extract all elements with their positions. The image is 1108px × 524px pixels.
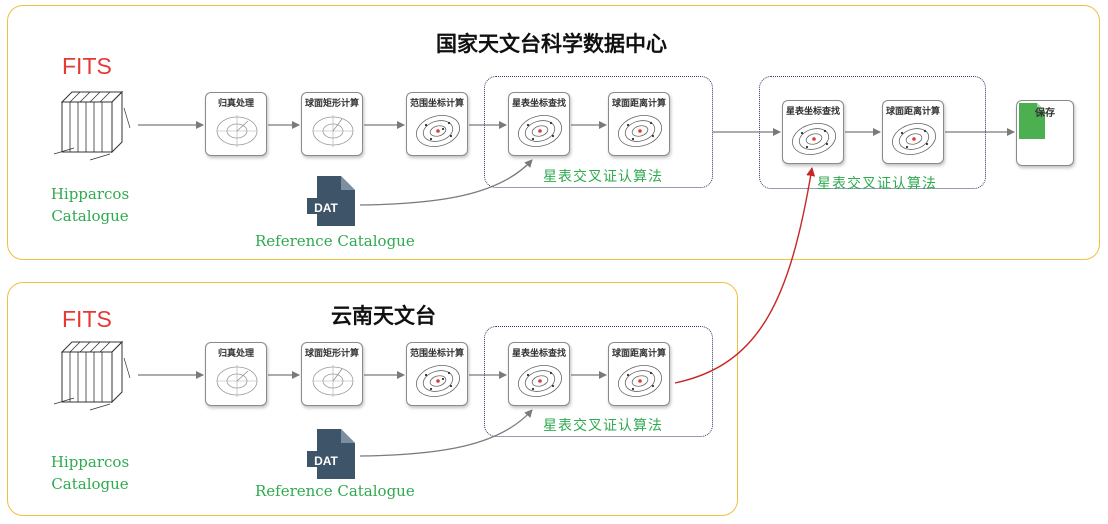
step-sphere-distance: 球面距离计算 bbox=[608, 92, 670, 156]
step-merge-catalog-lookup: 星表坐标查找 bbox=[782, 100, 844, 164]
step-label: 范围坐标计算 bbox=[409, 99, 464, 109]
panel-title-yunnan: 云南天文台 bbox=[331, 304, 436, 328]
step-label: 保存 bbox=[1035, 108, 1055, 119]
crossmatch-group-label-1: 星表交叉证认算法 bbox=[543, 169, 663, 185]
step-normalize-2: 归真处理 bbox=[205, 342, 267, 406]
step-sphere-distance-2: 球面距离计算 bbox=[608, 342, 670, 406]
edge-yunnan-to-merge bbox=[674, 167, 816, 384]
step-range-coords: 范围坐标计算 bbox=[406, 92, 468, 156]
dat-file-icon bbox=[305, 427, 357, 485]
panel-title-national-center: 国家天文台科学数据中心 bbox=[436, 32, 667, 56]
step-merge-sphere-distance: 球面距离计算 bbox=[882, 100, 944, 164]
crossmatch-group-label-2: 星表交叉证认算法 bbox=[543, 418, 663, 434]
step-label: 球面距离计算 bbox=[611, 99, 666, 109]
step-label: 星表坐标查找 bbox=[511, 349, 566, 359]
fits-label-2: FITS bbox=[62, 306, 112, 332]
step-label: 球面矩形计算 bbox=[304, 99, 359, 109]
coordinate-sphere-icon bbox=[216, 115, 258, 147]
step-label: 球面距离计算 bbox=[611, 349, 666, 359]
step-sphere-rect: 球面矩形计算 bbox=[301, 92, 363, 156]
hipparcos-label-2: Hipparcos Catalogue bbox=[40, 451, 140, 495]
ellipse-orbit-icon bbox=[517, 365, 563, 397]
hipparcos-line-1: Hipparcos bbox=[50, 185, 130, 203]
ellipse-orbit-icon bbox=[415, 115, 461, 147]
step-label: 星表坐标查找 bbox=[511, 99, 566, 109]
ellipse-orbit-icon bbox=[791, 123, 837, 155]
step-save-output: 保存 CSV bbox=[1016, 100, 1074, 166]
hipparcos-line-2: Catalogue bbox=[51, 475, 129, 493]
crossmatch-group-1 bbox=[484, 76, 713, 188]
coordinate-sphere-icon bbox=[312, 365, 354, 397]
ellipse-orbit-icon bbox=[415, 365, 461, 397]
hipparcos-line-1: Hipparcos bbox=[50, 453, 130, 471]
step-catalog-lookup: 星表坐标查找 bbox=[508, 92, 570, 156]
edge-dat-to-lookup bbox=[359, 159, 533, 206]
step-catalog-lookup-2: 星表坐标查找 bbox=[508, 342, 570, 406]
coordinate-sphere-icon bbox=[312, 115, 354, 147]
csv-file-icon bbox=[1019, 103, 1045, 139]
edge-dat-to-lookup-2 bbox=[359, 409, 533, 457]
ellipse-orbit-icon bbox=[617, 365, 663, 397]
step-label: 范围坐标计算 bbox=[409, 349, 464, 359]
ellipse-orbit-icon bbox=[617, 115, 663, 147]
step-label: 球面矩形计算 bbox=[304, 349, 359, 359]
ellipse-orbit-icon bbox=[891, 123, 937, 155]
fits-cube-icon bbox=[50, 338, 138, 416]
step-range-coords-2: 范围坐标计算 bbox=[406, 342, 468, 406]
merge-crossmatch-group-label: 星表交叉证认算法 bbox=[817, 176, 937, 192]
dat-icon-label: DAT bbox=[314, 201, 338, 215]
step-label: 归真处理 bbox=[217, 99, 254, 109]
hipparcos-label: Hipparcos Catalogue bbox=[40, 183, 140, 227]
hipparcos-line-2: Catalogue bbox=[51, 207, 129, 225]
step-label: 球面距离计算 bbox=[885, 107, 940, 117]
coordinate-sphere-icon bbox=[216, 365, 258, 397]
reference-catalogue-label: Reference Catalogue bbox=[255, 232, 415, 250]
csv-icon-label: CSV bbox=[1038, 145, 1054, 152]
step-sphere-rect-2: 球面矩形计算 bbox=[301, 342, 363, 406]
dat-icon-label-2: DAT bbox=[314, 454, 338, 468]
dat-file-icon bbox=[305, 174, 357, 232]
step-label: 归真处理 bbox=[217, 349, 254, 359]
ellipse-orbit-icon bbox=[517, 115, 563, 147]
crossmatch-group-2 bbox=[484, 326, 713, 437]
step-label: 星表坐标查找 bbox=[785, 107, 840, 117]
fits-label: FITS bbox=[62, 53, 112, 79]
fits-cube-icon bbox=[50, 88, 138, 166]
reference-catalogue-label-2: Reference Catalogue bbox=[255, 482, 415, 500]
step-normalize: 归真处理 bbox=[205, 92, 267, 156]
